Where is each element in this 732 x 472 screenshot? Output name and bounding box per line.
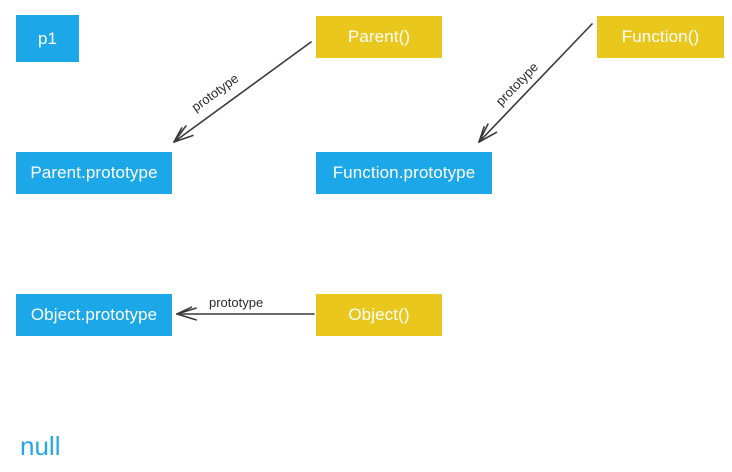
arrowhead-stroke <box>173 125 187 143</box>
edge-line <box>478 23 593 143</box>
arrowhead-stroke <box>176 307 197 315</box>
arrowhead-stroke <box>478 131 498 143</box>
node-label: p1 <box>37 28 58 48</box>
edge-label-function-to-function-prototype: prototype <box>492 59 542 109</box>
arrowhead-stroke <box>176 313 197 321</box>
edge-parent-to-parent-prototype <box>173 41 312 143</box>
edge-label-object-to-object-prototype: prototype <box>209 295 264 310</box>
node-object[interactable]: Object() <box>316 294 442 336</box>
node-label: Object.prototype <box>30 305 158 324</box>
arrowhead-stroke <box>478 126 485 143</box>
arrowhead-stroke <box>173 134 194 143</box>
edge-line <box>173 41 312 143</box>
node-label: Function.prototype <box>332 163 476 182</box>
arrowhead-stroke <box>176 306 193 315</box>
node-p1[interactable]: p1 <box>16 15 79 62</box>
node-parent-prototype[interactable]: Parent.prototype <box>16 152 172 194</box>
edge-function-to-function-prototype <box>478 23 593 143</box>
node-function[interactable]: Function() <box>597 16 724 58</box>
edge-label-parent-to-parent-prototype: prototype <box>188 70 242 115</box>
null-terminal-text: null <box>20 431 61 461</box>
node-parent[interactable]: Parent() <box>316 16 442 58</box>
node-object-prototype[interactable]: Object.prototype <box>16 294 172 336</box>
node-label: Function() <box>621 27 700 46</box>
node-label: Parent() <box>347 27 411 46</box>
arrowhead-stroke <box>478 123 489 143</box>
node-label: Object() <box>348 305 410 324</box>
arrowhead-stroke <box>173 127 183 143</box>
node-label: Parent.prototype <box>30 163 158 182</box>
node-function-prototype[interactable]: Function.prototype <box>316 152 492 194</box>
